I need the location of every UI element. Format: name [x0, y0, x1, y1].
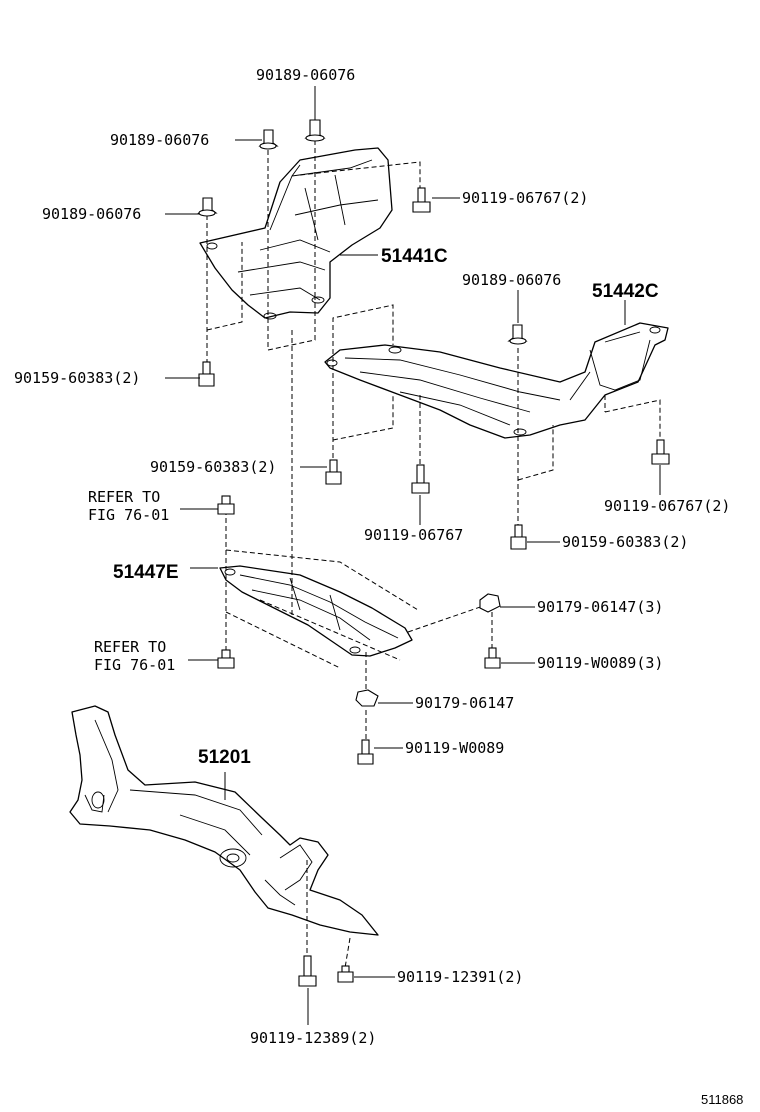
- bolt-icon-c5: [198, 361, 215, 387]
- bolt-icon-c1: [304, 119, 326, 142]
- callout-c9: 90119-06767(2): [604, 497, 730, 515]
- bolt-icon-c3: [197, 197, 218, 217]
- callout-c11: 90179-06147(3): [537, 598, 663, 616]
- callout-c7: 90159-60383(2): [150, 458, 276, 476]
- bolt-icon-c12: [484, 647, 501, 669]
- bolt-icon-c6: [507, 324, 528, 345]
- bolt-icon-c7: [325, 459, 342, 485]
- clip-icon-c13: [355, 689, 379, 707]
- part-51441c-drawing: [199, 147, 393, 320]
- figure-id: 511868: [701, 1092, 743, 1107]
- part-label-p1: 51441C: [381, 246, 448, 267]
- callout-c2: 90189-06076: [110, 131, 209, 149]
- bolt-icon-c15: [337, 965, 354, 983]
- callout-c15: 90119-12391(2): [397, 968, 523, 986]
- callout-c10: 90159-60383(2): [562, 533, 688, 551]
- ref-r1-line2: FIG 76-01: [88, 506, 169, 524]
- callout-c8: 90119-06767: [364, 526, 463, 544]
- ref-r2-line1: REFER TO: [94, 638, 166, 656]
- bolt-icon-c16: [298, 955, 317, 987]
- bolt-icon-r2: [217, 649, 235, 669]
- part-51201-drawing: [69, 705, 379, 936]
- part-label-p4: 51201: [198, 747, 251, 768]
- leader-lines: [165, 86, 661, 1025]
- callout-c5: 90159-60383(2): [14, 369, 140, 387]
- callout-c4: 90119-06767(2): [462, 189, 588, 207]
- bolt-icon-c2: [258, 129, 279, 150]
- callout-c16: 90119-12389(2): [250, 1029, 376, 1047]
- callout-c6: 90189-06076: [462, 271, 561, 289]
- part-label-p2: 51442C: [592, 281, 659, 302]
- callout-c14: 90119-W0089: [405, 739, 504, 757]
- bolt-icon-r1: [217, 495, 235, 515]
- bolt-icon-c8: [411, 464, 430, 494]
- callout-c12: 90119-W0089(3): [537, 654, 663, 672]
- callout-c13: 90179-06147: [415, 694, 514, 712]
- part-label-p3: 51447E: [113, 562, 179, 583]
- assembly-lines: [206, 140, 661, 969]
- bolt-icon-c9: [651, 439, 670, 465]
- callout-c3: 90189-06076: [42, 205, 141, 223]
- part-51447e-drawing: [219, 565, 413, 657]
- ref-r1-line1: REFER TO: [88, 488, 160, 506]
- clip-icon-c11: [479, 593, 501, 613]
- bolt-icon-c4: [412, 187, 431, 213]
- bolt-icon-c10: [510, 524, 527, 550]
- part-51442c-drawing: [324, 322, 669, 439]
- callout-c1: 90189-06076: [256, 66, 355, 84]
- bolt-icon-c14: [357, 739, 374, 765]
- ref-r2-line2: FIG 76-01: [94, 656, 175, 674]
